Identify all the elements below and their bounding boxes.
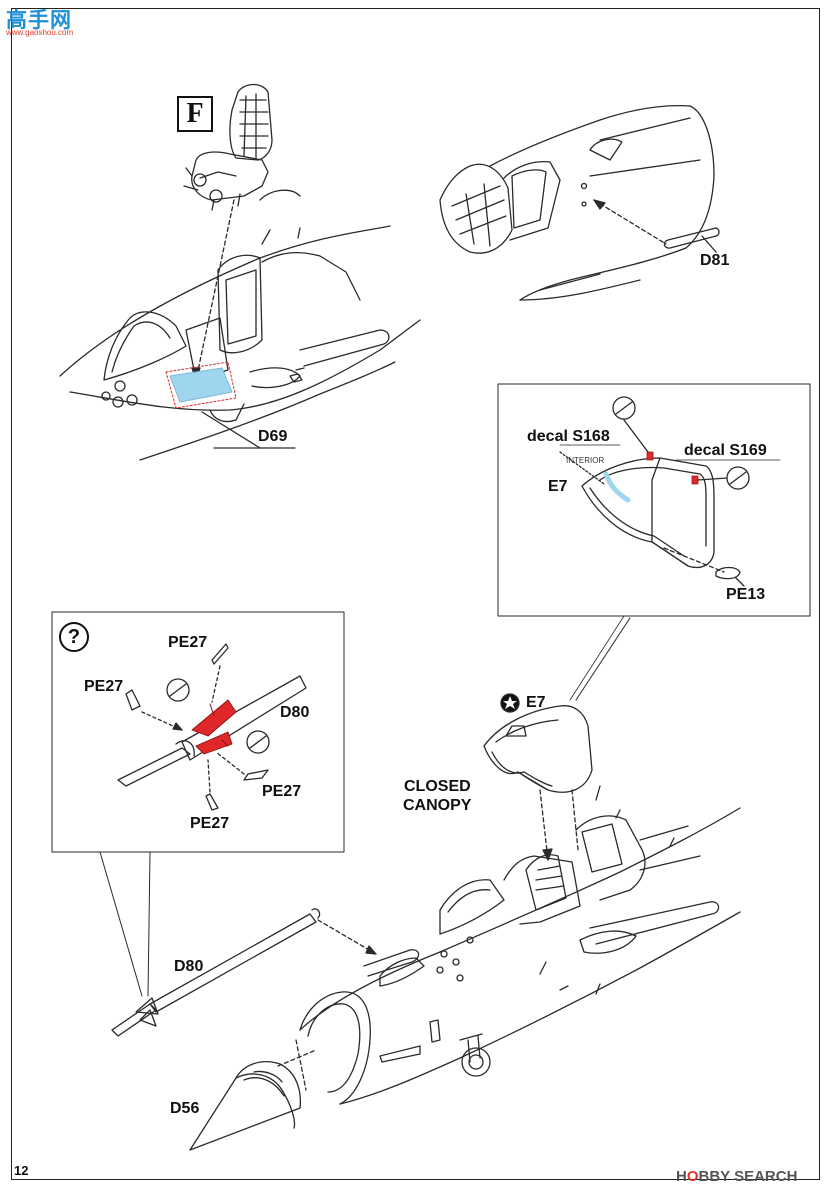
source-mark: O	[686, 1168, 699, 1185]
label-pe27-top: PE27	[168, 634, 208, 651]
label-closed-canopy-1: CLOSED	[404, 778, 471, 795]
page-number: 12	[14, 1163, 29, 1178]
nose-cone-part-d56	[189, 1061, 302, 1151]
detail-box-probe	[51, 611, 345, 853]
label-decal-s168: decal S168	[527, 428, 610, 445]
watermark-url: www.gaoshou.com	[6, 28, 74, 37]
label-d56: D56	[170, 1100, 200, 1117]
label-closed-canopy-2: CANOPY	[403, 797, 472, 814]
decal-placement-d69	[169, 367, 233, 403]
label-d80-main: D80	[174, 958, 204, 975]
label-d81: D81	[700, 252, 730, 269]
help-icon: ?	[59, 622, 89, 652]
label-pe13: PE13	[726, 586, 766, 603]
label-pe27-bottom: PE27	[190, 815, 230, 832]
source-prefix: H	[676, 1168, 687, 1185]
probe-part-d80-main	[111, 908, 321, 1037]
label-d69: D69	[258, 428, 288, 445]
watermark-logo: 高手网	[6, 9, 72, 32]
label-decal-s169: decal S169	[684, 442, 767, 459]
seat-part-illustration	[183, 83, 273, 211]
main-airframe	[299, 785, 741, 1105]
part-d81-pitot	[663, 227, 720, 249]
label-e7-main: E7	[526, 694, 546, 711]
label-e7-detail: E7	[548, 478, 568, 495]
probe-part-d80-detail	[117, 675, 307, 787]
canopy-part-e7-main	[483, 705, 593, 793]
label-pe27-left: PE27	[84, 678, 124, 695]
page-border	[11, 8, 820, 1180]
seat-guide-line	[195, 199, 235, 381]
step-marker: F	[177, 96, 213, 132]
cockpit-section-left	[59, 189, 421, 461]
detail-box-canopy	[497, 383, 811, 617]
label-interior: INTERIOR	[566, 456, 605, 465]
source-watermark: HOBBY SEARCH	[676, 1168, 797, 1185]
nose-section-right	[439, 104, 715, 301]
source-rest: BBY SEARCH	[698, 1168, 798, 1185]
label-pe27-right: PE27	[262, 783, 302, 800]
label-d80-detail: D80	[280, 704, 310, 721]
canopy-part-e7-detail	[581, 457, 715, 569]
